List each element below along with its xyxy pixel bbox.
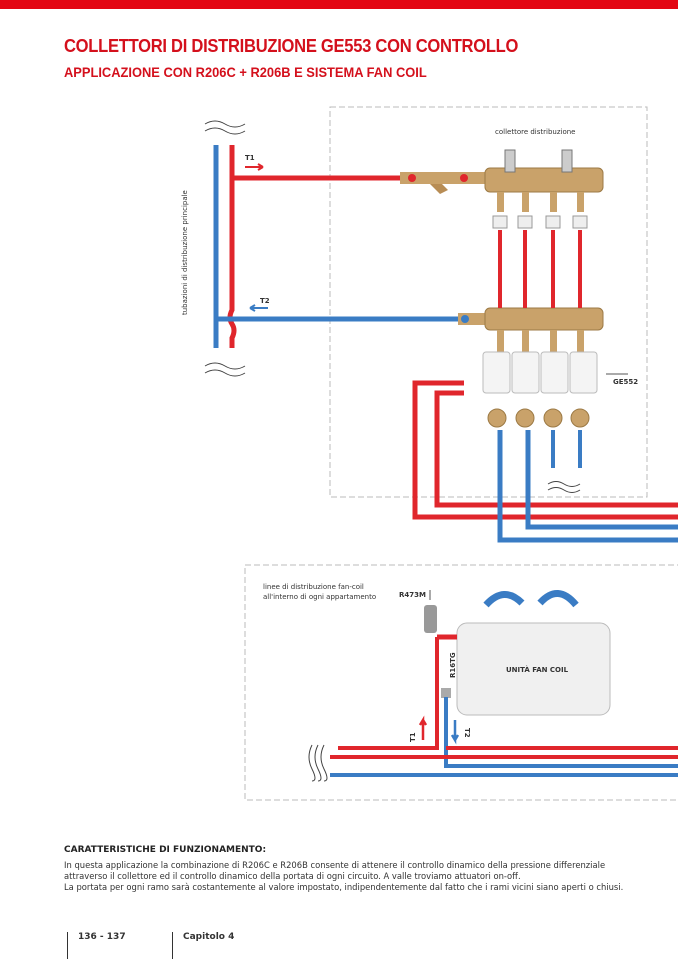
label-r16tg: R16TG <box>449 652 457 678</box>
label-t2: T2 <box>260 297 270 305</box>
fan-coil-unit <box>456 622 611 716</box>
main-hot-riser <box>227 145 237 348</box>
page-subtitle: APPLICAZIONE CON R206C + R206B E SISTEMA… <box>64 64 427 80</box>
fan-coil-supply <box>338 637 439 750</box>
circuit-return-pipe <box>497 430 678 543</box>
air-flow-arrow-icon <box>537 590 579 608</box>
label-fan-coil: UNITÀ FAN COIL <box>506 665 569 674</box>
supply-manifold <box>484 167 604 193</box>
pipe-break-icon <box>308 744 328 782</box>
label-fan-coil-lines: linee di distribuzione fan-coil <box>263 583 364 591</box>
label-ge552: GE552 <box>613 378 638 386</box>
ge552-meters <box>482 351 598 394</box>
circuit-supply-pipe <box>434 390 678 508</box>
pressure-valves <box>487 408 590 428</box>
label-main-pipes: tubazioni di distribuzione principale <box>181 190 189 315</box>
label-t1-bottom: T1 <box>409 732 417 742</box>
flow-arrow-icon <box>249 304 268 312</box>
air-flow-arrow-icon <box>483 591 525 608</box>
section-body: In questa applicazione la combinazione d… <box>64 860 644 893</box>
return-manifold <box>484 307 604 331</box>
label-t1: T1 <box>245 154 255 162</box>
fan-coil-area-box <box>244 564 678 801</box>
circuit-return-pipe <box>525 430 678 530</box>
section-heading: CARATTERISTICHE DI FUNZIONAMENTO: <box>64 845 267 855</box>
flow-arrow-icon <box>418 715 428 740</box>
flow-arrow-icon <box>450 720 460 745</box>
label-r473m: R473M <box>399 591 426 599</box>
circuit-supply-pipe <box>412 380 678 520</box>
paragraph: La portata per ogni ramo sarà costanteme… <box>64 882 624 892</box>
valve-r473m <box>424 605 437 633</box>
manifold-area-box <box>329 106 648 498</box>
flow-arrow-icon <box>245 163 264 171</box>
label-manifold: collettore distribuzione <box>495 128 575 136</box>
pipe-break-icon <box>204 120 581 493</box>
label-t2-bottom: T2 <box>463 728 471 738</box>
top-accent-bar <box>0 0 678 9</box>
page-title: COLLETTORI DI DISTRIBUZIONE GE553 CON CO… <box>64 36 519 56</box>
chapter-label: Capitolo 4 <box>172 932 234 959</box>
label-fan-coil-lines-2: all'interno di ogni appartamento <box>263 593 376 601</box>
paragraph: In questa applicazione la combinazione d… <box>64 860 606 881</box>
circuit-outlets <box>492 192 588 352</box>
fan-coil-return <box>444 697 678 768</box>
page-numbers: 136 - 137 <box>67 932 126 959</box>
